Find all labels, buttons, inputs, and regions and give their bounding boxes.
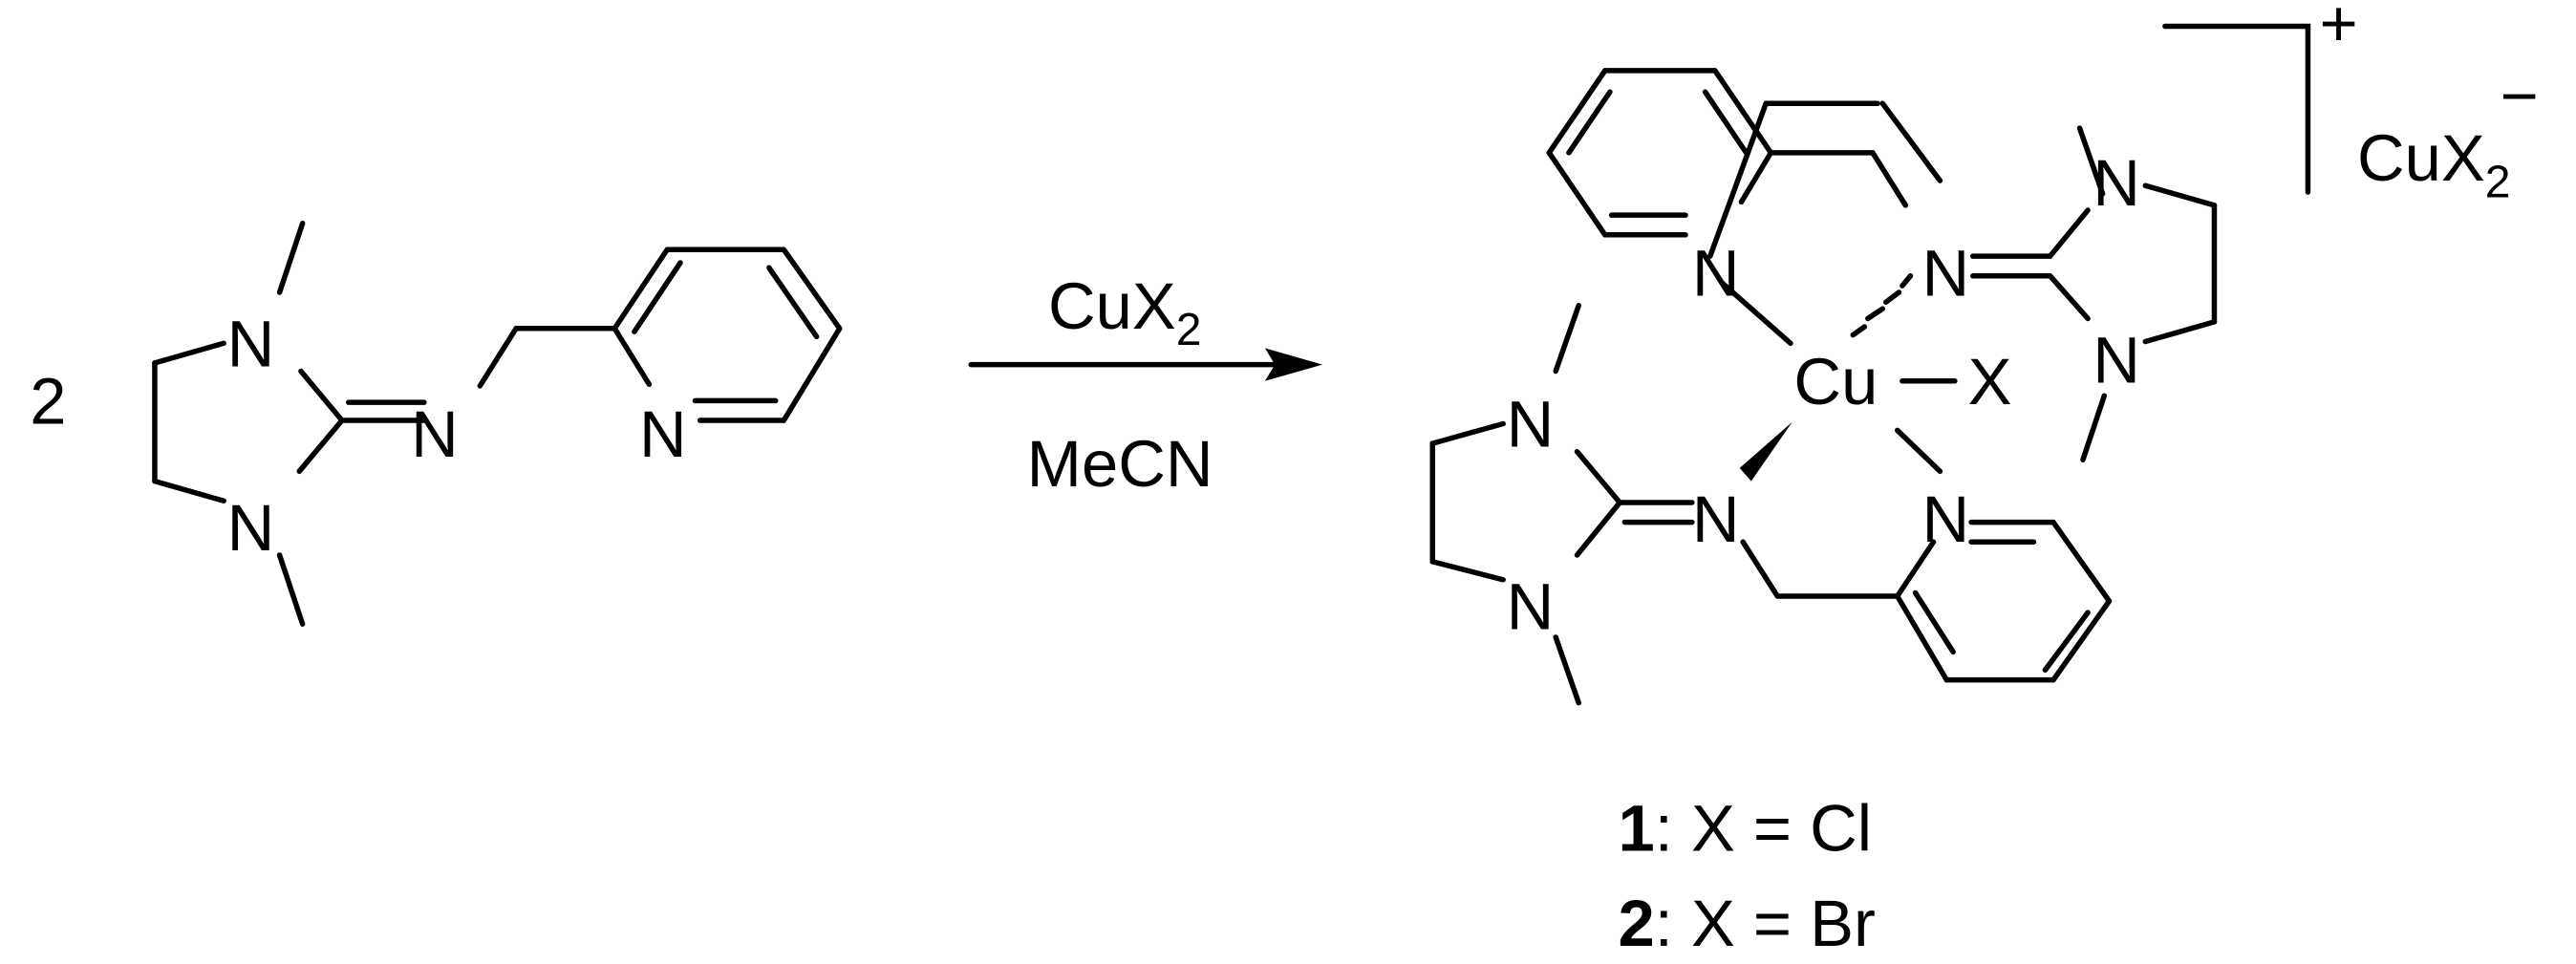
compound-label-1: 1: X = Cl bbox=[1619, 791, 1873, 865]
counterion-label: CuX2 bbox=[2357, 121, 2511, 207]
compound-label-2: 2: X = Br bbox=[1619, 887, 1876, 960]
atom-n-top: N bbox=[227, 307, 275, 380]
product-structure: N N N N Cu X N N N N + CuX2 − bbox=[1429, 0, 2539, 706]
cation-charge: + bbox=[2319, 0, 2357, 60]
arrow-head-icon bbox=[1264, 348, 1323, 381]
wedge-bond bbox=[1739, 421, 1792, 482]
atom-n-ring-bot-a: N bbox=[1507, 388, 1555, 461]
atom-n-pyridine: N bbox=[639, 397, 687, 471]
atom-n-bottom: N bbox=[227, 491, 275, 565]
atom-n-py-top: N bbox=[1692, 236, 1740, 310]
atom-n-imine-top: N bbox=[1921, 236, 1969, 310]
atom-n-imine-bot: N bbox=[1692, 482, 1740, 556]
counterion-charge: − bbox=[2501, 59, 2539, 133]
reagent-label: CuX2 bbox=[1048, 269, 1202, 355]
reaction-arrow: CuX2 MeCN bbox=[968, 269, 1323, 501]
atom-n-ring-bot-b: N bbox=[1507, 569, 1555, 643]
stoichiometry-coefficient: 2 bbox=[30, 364, 66, 438]
atom-x: X bbox=[1968, 345, 2012, 418]
atom-n-imine: N bbox=[411, 397, 459, 471]
solvent-label: MeCN bbox=[1027, 427, 1213, 501]
atom-n-ring-top-a: N bbox=[2093, 146, 2140, 220]
reactant-ligand: N N N N bbox=[152, 221, 843, 627]
atom-cu: Cu bbox=[1793, 345, 1878, 418]
atom-n-ring-top-b: N bbox=[2093, 324, 2140, 397]
atom-n-py-bot: N bbox=[1921, 482, 1969, 556]
